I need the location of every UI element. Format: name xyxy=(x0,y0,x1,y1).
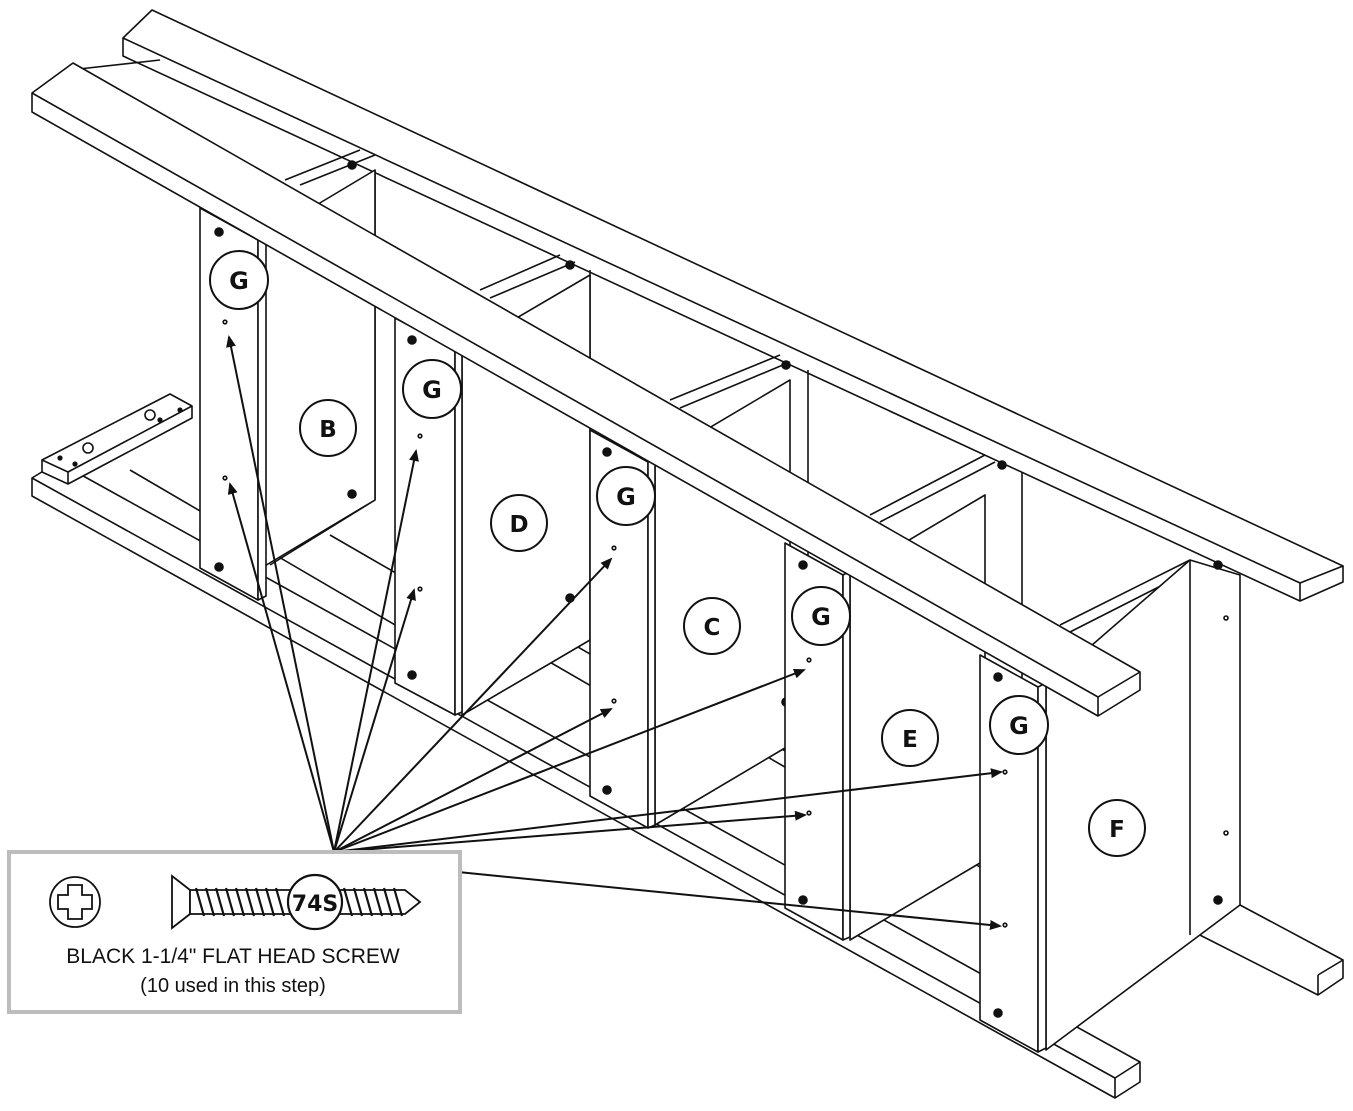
label-g-3-text: G xyxy=(616,483,636,511)
label-f-text: F xyxy=(1109,817,1125,843)
screw-name: BLACK 1-1/4" FLAT HEAD SCREW xyxy=(66,945,400,968)
arrow-7 xyxy=(333,668,806,853)
label-b: B xyxy=(299,399,357,457)
arrow-10 xyxy=(457,871,1002,930)
arrow-9 xyxy=(333,768,1003,853)
screw-code: 74S xyxy=(292,892,338,917)
inner-cross-dividers xyxy=(69,59,1201,633)
arrow-4 xyxy=(333,588,416,853)
arrow-2 xyxy=(227,482,335,853)
label-c-text: C xyxy=(704,615,721,641)
label-c: C xyxy=(683,597,741,655)
arrow-3 xyxy=(333,449,419,853)
left-end-cleat xyxy=(41,393,193,485)
screw-arrows xyxy=(226,335,1003,930)
arrow-6 xyxy=(333,708,613,853)
label-b-text: B xyxy=(319,417,337,443)
arrow-8 xyxy=(333,810,807,853)
phillips-head-icon xyxy=(49,876,101,928)
label-g-4-text: G xyxy=(811,603,831,631)
rear-top-rail xyxy=(122,9,1344,602)
support-g-3 xyxy=(589,429,656,829)
label-g-5: G xyxy=(989,695,1049,755)
label-g-4: G xyxy=(791,586,851,646)
screw-code-badge xyxy=(286,873,344,931)
arrow-1 xyxy=(226,335,335,853)
label-d-text: D xyxy=(509,512,528,538)
label-g-5-text: G xyxy=(1009,712,1029,740)
label-g-1: G xyxy=(209,250,269,310)
label-g-3: G xyxy=(596,466,656,526)
front-top-rail xyxy=(31,62,1141,717)
panel-f xyxy=(1045,559,1241,1051)
label-f: F xyxy=(1088,799,1146,857)
label-e: E xyxy=(881,709,939,767)
flat-head-screw-icon xyxy=(171,873,422,931)
label-g-1-text: G xyxy=(229,267,249,295)
arrow-5 xyxy=(333,557,613,853)
label-e-text: E xyxy=(902,727,918,753)
part-labels: G G G G G B D C xyxy=(209,250,1146,857)
hardware-callout: 74S BLACK 1-1/4" FLAT HEAD SCREW (10 use… xyxy=(7,850,462,1014)
label-g-2-text: G xyxy=(422,376,442,404)
label-g-2: G xyxy=(402,359,462,419)
label-d: D xyxy=(490,494,548,552)
screw-usage: (10 used in this step) xyxy=(140,975,326,997)
